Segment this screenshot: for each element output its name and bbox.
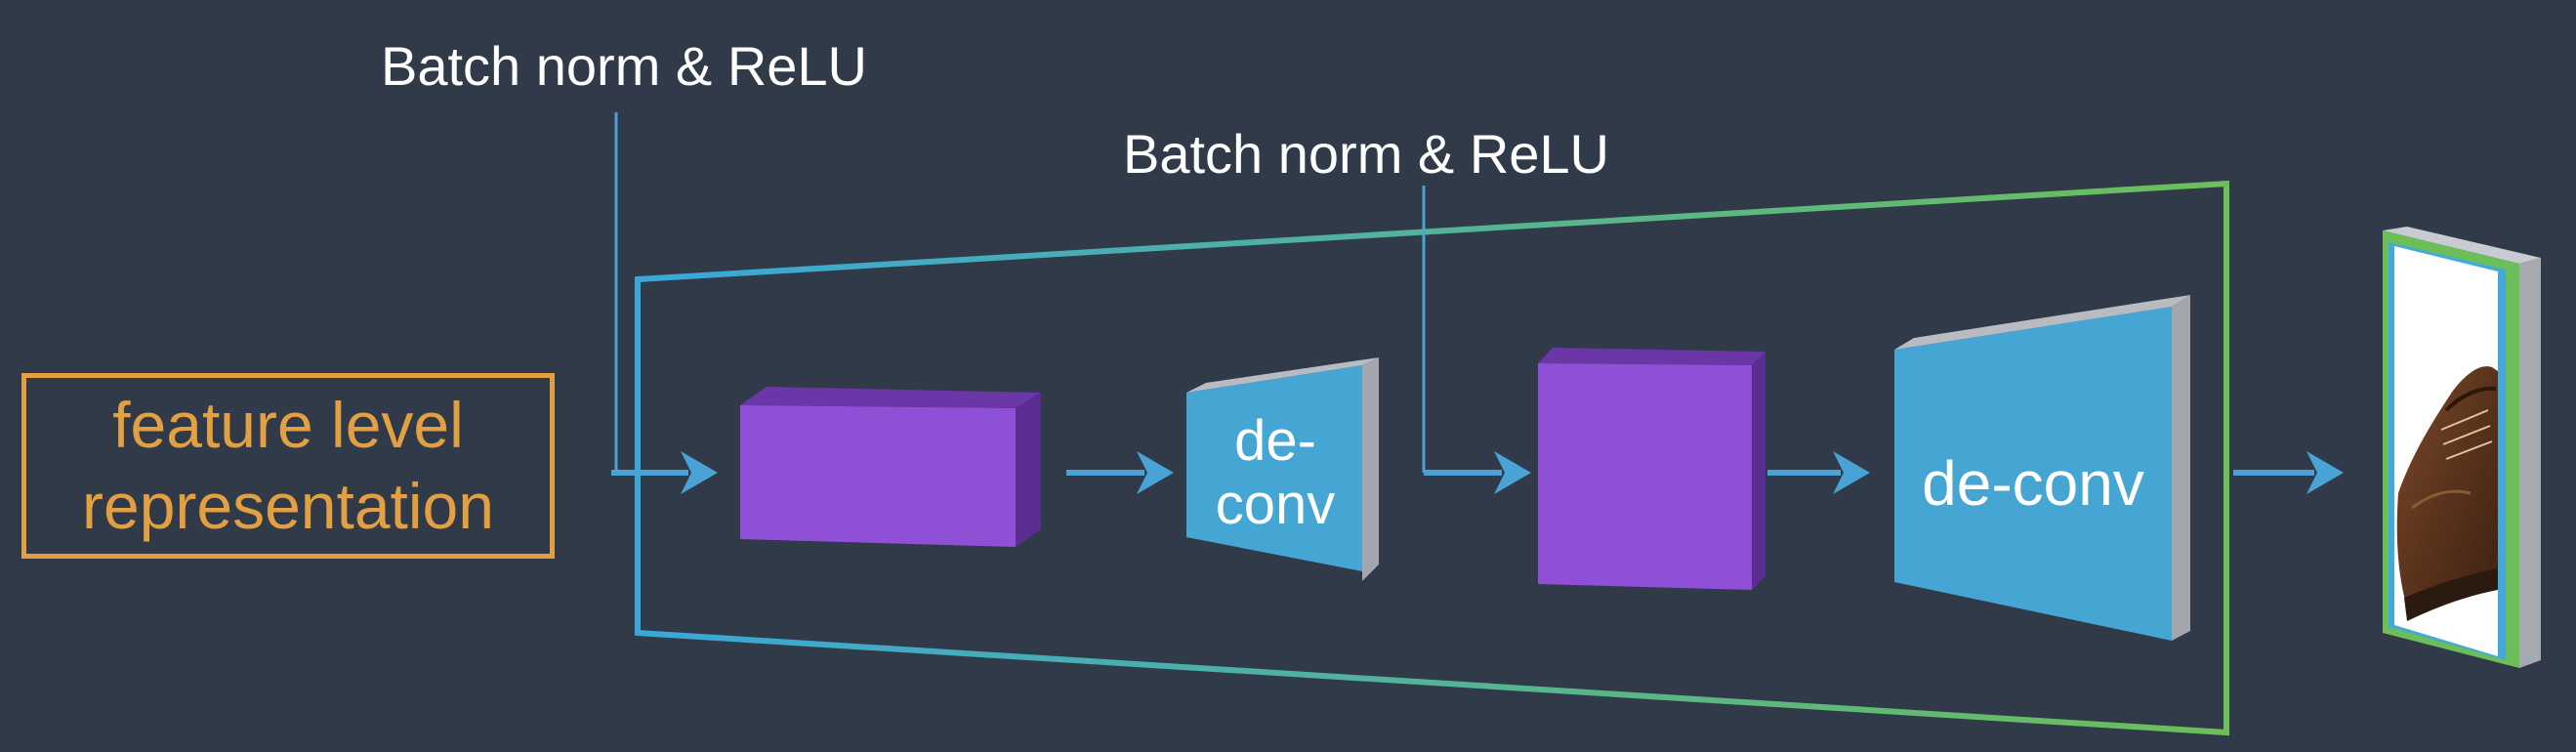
arrow-4 [1767, 451, 1870, 494]
purple-block-1 [740, 387, 1041, 547]
arrow-3 [1424, 451, 1531, 494]
deconv-large-label: de-conv [1922, 448, 2144, 519]
arrow-2 [1066, 451, 1174, 494]
purple-block-2 [1538, 348, 1766, 590]
deconv-block-large [1894, 295, 2190, 641]
brown-shoe-image [2396, 366, 2498, 621]
arrow-1 [611, 451, 718, 494]
deconv-small-line-2: conv [1215, 472, 1336, 536]
generator-frame [635, 180, 2229, 736]
batch-norm-relu-label-1: Batch norm & ReLU [381, 35, 867, 97]
input-label-line-1: feature level [112, 388, 464, 461]
deconv-small-line-1: de- [1234, 409, 1316, 473]
deconv-small-label: de- conv [1189, 409, 1361, 537]
input-label-line-2: representation [82, 470, 494, 542]
deconv-block-small [1186, 357, 1379, 581]
batch-norm-relu-label-2: Batch norm & ReLU [1123, 123, 1609, 185]
arrow-5 [2233, 451, 2344, 494]
feature-level-representation-box: feature level representation [21, 373, 555, 559]
